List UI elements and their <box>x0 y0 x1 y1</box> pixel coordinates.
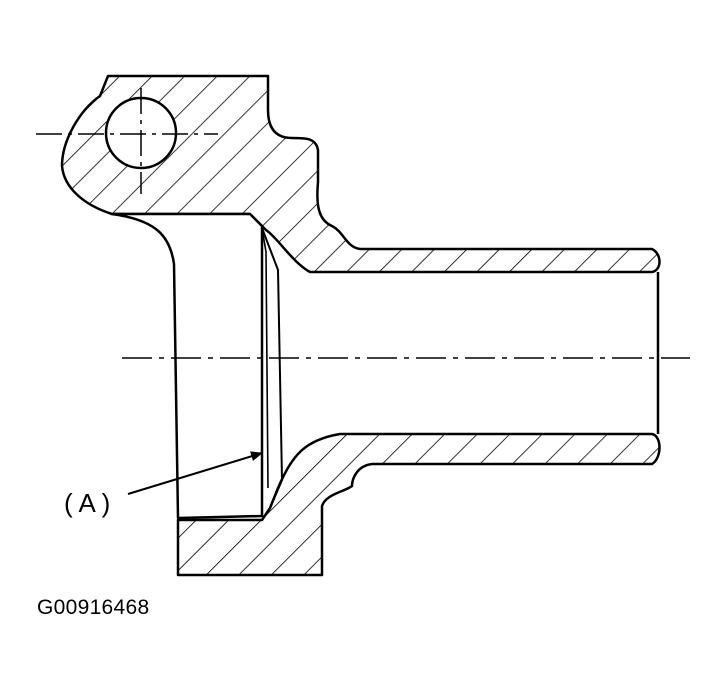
callout-label-a: ( A ) <box>64 488 110 518</box>
figure-id: G00916468 <box>37 596 150 619</box>
callout-leader-arrow <box>127 451 263 495</box>
groove-line-outer <box>261 227 284 509</box>
bore-outline <box>110 212 264 520</box>
groove-line-inner <box>261 227 269 489</box>
lower-body-section <box>176 432 661 577</box>
upper-body-section <box>60 74 661 274</box>
